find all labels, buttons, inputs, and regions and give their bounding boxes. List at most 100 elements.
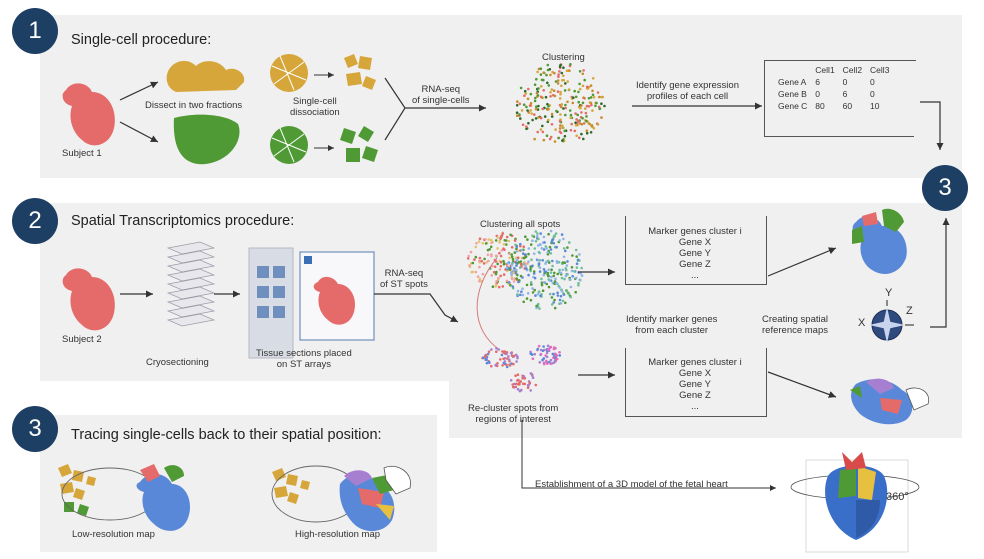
step-2-badge: 2: [12, 198, 58, 244]
scatter-dot: [515, 245, 518, 249]
scatter-dot: [589, 84, 593, 87]
single-cell-title: Single-cell procedure:: [71, 32, 212, 48]
scatter-dot: [591, 109, 594, 112]
scatter-dot: [525, 283, 529, 287]
scatter-dot: [569, 128, 573, 132]
table-cell: 6: [815, 77, 821, 87]
scatter-dot: [519, 244, 522, 248]
scatter-dot: [505, 243, 508, 246]
scatter-dot: [494, 272, 498, 276]
scatter-dot: [527, 384, 530, 387]
scatter-dot: [520, 248, 524, 252]
scatter-dot: [589, 96, 593, 99]
scatter-dot: [565, 69, 569, 72]
scatter-dot: [523, 382, 527, 386]
scatter-dot: [521, 276, 524, 279]
scatter-dot: [526, 262, 529, 265]
scatter-dot: [493, 265, 497, 269]
scatter-dot: [483, 257, 486, 261]
scatter-dot: [526, 238, 529, 241]
marker-box-2: [625, 348, 767, 417]
scatter-dot: [504, 268, 507, 271]
scatter-dot: [533, 99, 537, 103]
scatter-dot: [513, 277, 516, 281]
scatter-dot: [575, 134, 578, 138]
subject1-label: Subject 1: [62, 148, 102, 159]
scatter-dot: [473, 258, 476, 261]
scatter-dot: [577, 90, 580, 94]
scatter-dot: [512, 280, 516, 283]
scatter-dot: [526, 386, 530, 390]
scatter-dot: [544, 262, 547, 265]
marker-box-2-line: Gene X: [678, 368, 712, 379]
scatter-dot: [584, 111, 588, 115]
scatter-dot: [562, 74, 565, 77]
scatter-dot: [518, 102, 522, 106]
scatter-dot: [576, 258, 580, 262]
scatter-dot: [516, 289, 520, 293]
table-to-badge-arrow: [920, 101, 944, 150]
dissect-label: Dissect in two fractions: [145, 100, 243, 111]
scatter-dot: [558, 268, 561, 272]
scatter-dot: [500, 353, 504, 357]
scatter-dot: [575, 276, 578, 280]
scatter-dot: [547, 84, 551, 87]
scatter-dot: [577, 284, 580, 287]
scatter-dot: [564, 113, 567, 117]
scatter-dot: [478, 277, 482, 281]
scatter-dot: [485, 361, 489, 365]
scatter-dot: [551, 352, 555, 356]
scatter-dot: [574, 290, 577, 294]
scatter-dot: [541, 107, 544, 111]
scatter-dot: [549, 271, 553, 274]
table-cell: 0: [870, 89, 875, 99]
scatter-dot: [534, 383, 538, 387]
scatter-dot: [598, 95, 601, 99]
marker-box-2-line: Gene Y: [678, 379, 712, 390]
3d-heart-model-icon: [790, 452, 920, 553]
spatial-title: Spatial Transcriptomics procedure:: [71, 213, 295, 229]
scatter-dot: [562, 255, 566, 259]
scatter-dot: [539, 116, 543, 120]
scatter-dot: [578, 87, 582, 91]
scatter-dot: [569, 113, 573, 117]
scatter-dot: [536, 244, 540, 247]
scatter-dot: [561, 261, 565, 264]
step-1-badge: 1: [12, 8, 58, 54]
scatter-dot: [563, 89, 567, 92]
scatter-dot: [577, 119, 580, 123]
scatter-dot: [515, 250, 518, 253]
scatter-dot: [550, 112, 554, 116]
scatter-dot: [512, 269, 516, 272]
scatter-dot: [487, 350, 491, 354]
st-array-slide: [248, 247, 375, 359]
marker-box-1-line: Gene Y: [678, 248, 712, 259]
scatter-dot: [562, 107, 565, 110]
marker-box-1-line: Marker genes cluster i: [648, 226, 742, 237]
clustering-label: Clustering: [542, 52, 585, 63]
table-cell: Gene C: [778, 101, 808, 111]
scatter-dot: [514, 374, 517, 378]
scatter-dot: [498, 251, 501, 255]
table-cell: 10: [870, 101, 880, 111]
scatter-dot: [558, 97, 562, 100]
scatter-dot: [545, 134, 549, 137]
scatter-dot: [583, 78, 586, 82]
scatter-dot: [559, 92, 562, 96]
scatter-dot: [547, 285, 551, 289]
scatter-dot: [558, 354, 562, 357]
scatter-dot: [546, 344, 550, 348]
scatter-dot: [482, 262, 486, 265]
table-header-cell: Cell2: [842, 65, 863, 75]
scatter-dot: [539, 128, 543, 131]
scatter-dot: [508, 256, 511, 260]
scatter-dot: [540, 85, 543, 88]
scatter-dot: [550, 268, 553, 272]
tracing-title: Tracing single-cells back to their spati…: [71, 427, 382, 443]
scatter-dot: [538, 266, 542, 270]
scatter-dot: [566, 100, 569, 104]
scatter-dot: [541, 259, 544, 262]
tissue-slice: [166, 277, 216, 291]
scatter-dot: [547, 107, 550, 111]
identify-marker-label: Identify marker genes from each cluster: [626, 314, 718, 336]
